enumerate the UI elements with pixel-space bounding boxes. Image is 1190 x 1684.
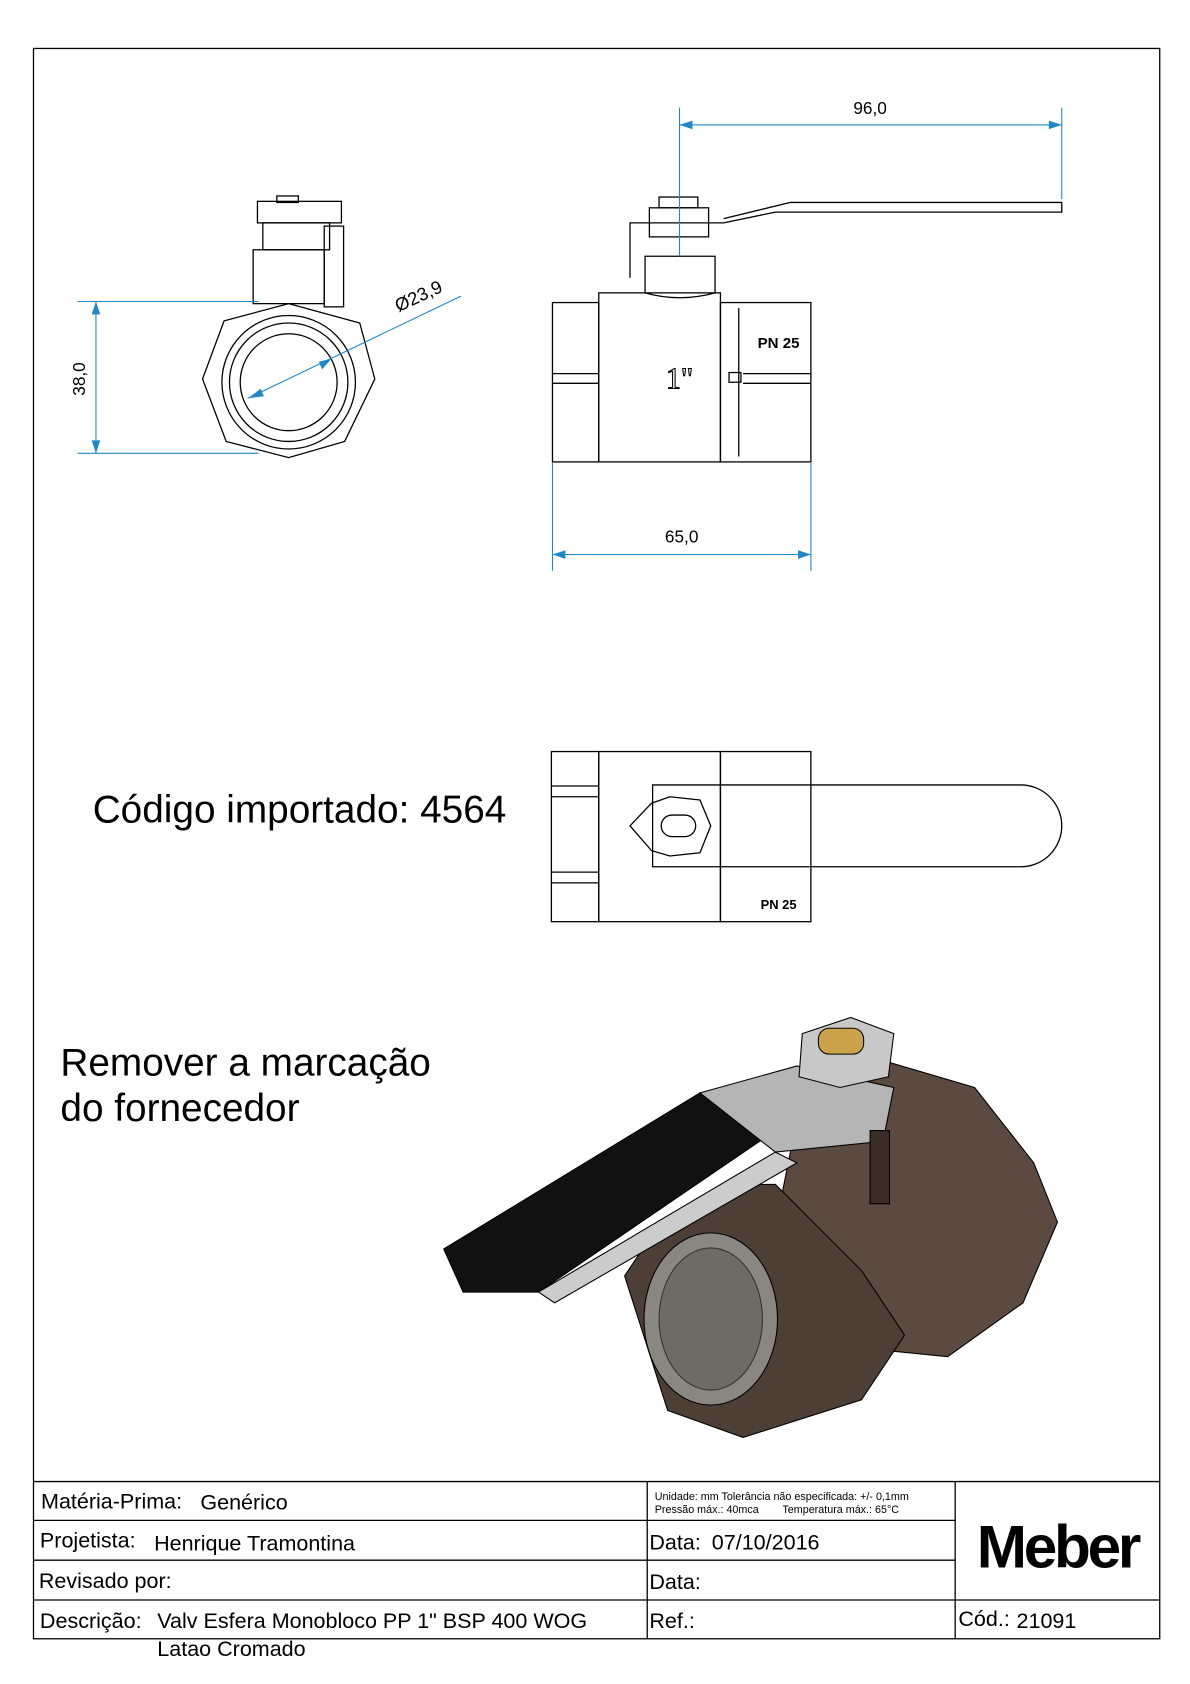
spec-line-2: Pressão máx.: 40mca Temperatura máx.: 65… — [655, 1504, 900, 1516]
description-label: Descrição: — [40, 1609, 142, 1633]
meber-logo: Meber — [977, 1513, 1141, 1581]
top-view: PN 25 — [550, 750, 1063, 923]
imported-code-note: Código importado: 4564 — [93, 789, 507, 832]
remove-marking-note-line2: do fornecedor — [60, 1087, 299, 1130]
description-line-2: Latao Cromado — [157, 1637, 305, 1661]
body-length-dimension: 65,0 — [665, 527, 699, 547]
designer-label: Projetista: — [40, 1528, 136, 1552]
date-label: Data: — [649, 1530, 700, 1554]
size-marking: 1" — [666, 362, 693, 396]
front-view: 38,0 Ø23,9 — [69, 195, 462, 459]
sheet-border — [32, 47, 1161, 1640]
title-block: Matéria-Prima: Genérico Unidade: mm Tole… — [33, 1480, 1160, 1661]
ref-label: Ref.: — [649, 1609, 694, 1633]
handle-length-dimension: 96,0 — [853, 98, 887, 118]
spec-line-1: Unidade: mm Tolerância não especificada:… — [655, 1491, 909, 1503]
reviewed-by-label: Revisado por: — [39, 1569, 172, 1593]
designer-value: Henrique Tramontina — [154, 1531, 355, 1555]
review-date-label: Data: — [649, 1570, 700, 1594]
side-view: 1" PN 25 96,0 65,0 — [551, 98, 1063, 571]
code-label: Cód.: — [958, 1607, 1009, 1631]
isometric-valve-render — [443, 1016, 1059, 1438]
material-value: Genérico — [200, 1491, 287, 1515]
remove-marking-note-line1: Remover a marcação — [60, 1042, 430, 1085]
pressure-marking: PN 25 — [758, 335, 800, 352]
description-value: Valv Esfera Monobloco PP 1" BSP 400 WOG — [157, 1609, 587, 1633]
code-value: 21091 — [1017, 1609, 1077, 1633]
material-label: Matéria-Prima: — [41, 1489, 182, 1513]
bore-dimension: Ø23,9 — [391, 276, 445, 316]
date-value: 07/10/2016 — [712, 1530, 820, 1554]
pressure-marking-top: PN 25 — [761, 897, 797, 912]
height-dimension: 38,0 — [69, 362, 89, 396]
